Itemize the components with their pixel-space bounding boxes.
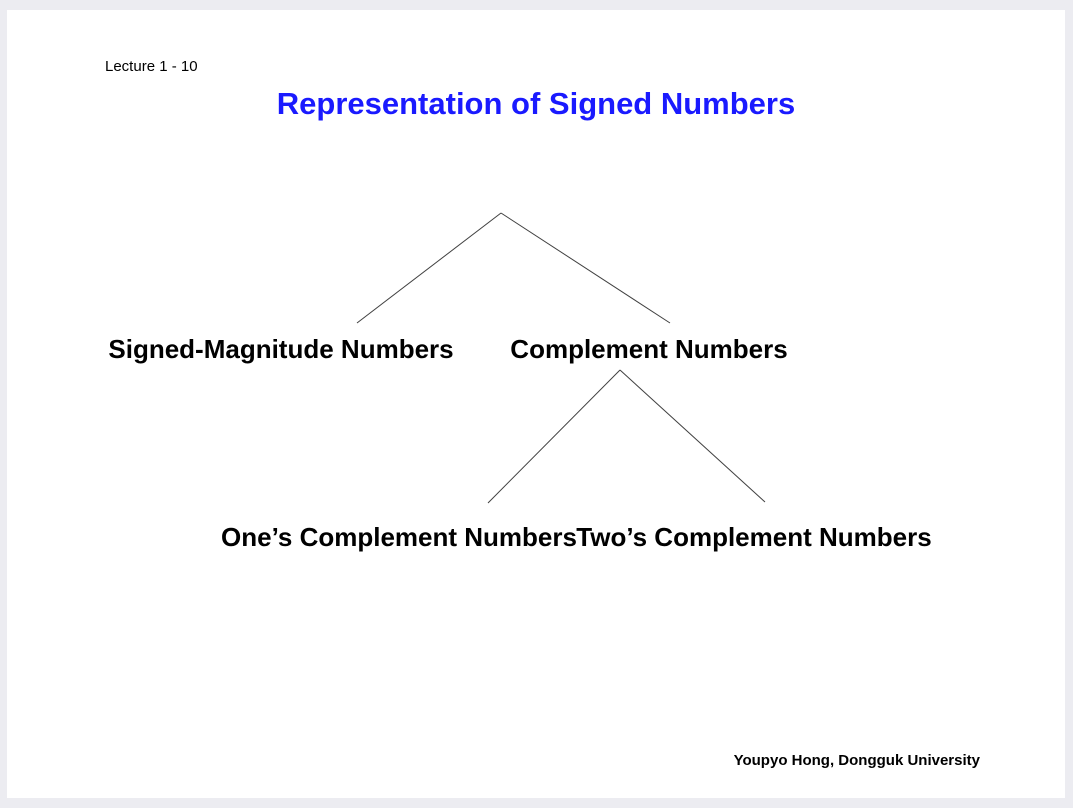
tree-edge-root-to-signed-magnitude [356,212,502,324]
slide-page: Lecture 1 - 10 Representation of Signed … [7,10,1065,798]
footer-author-credit: Youpyo Hong, Dongguk University [733,752,980,769]
node-signed-magnitude-numbers: Signed-Magnitude Numbers [108,334,454,364]
tree-edge-complement-to-ones [487,369,621,504]
tree-edge-root-to-complement [500,212,671,324]
node-ones-complement-numbers: One’s Complement Numbers [221,522,577,552]
page-title: Representation of Signed Numbers [276,86,796,121]
node-complement-numbers: Complement Numbers [510,334,788,364]
tree-edge-complement-to-twos [619,369,766,503]
node-twos-complement-numbers: Two’s Complement Numbers [576,522,932,552]
tree-connector-lines [356,212,766,504]
lecture-number-label: Lecture 1 - 10 [105,58,198,75]
